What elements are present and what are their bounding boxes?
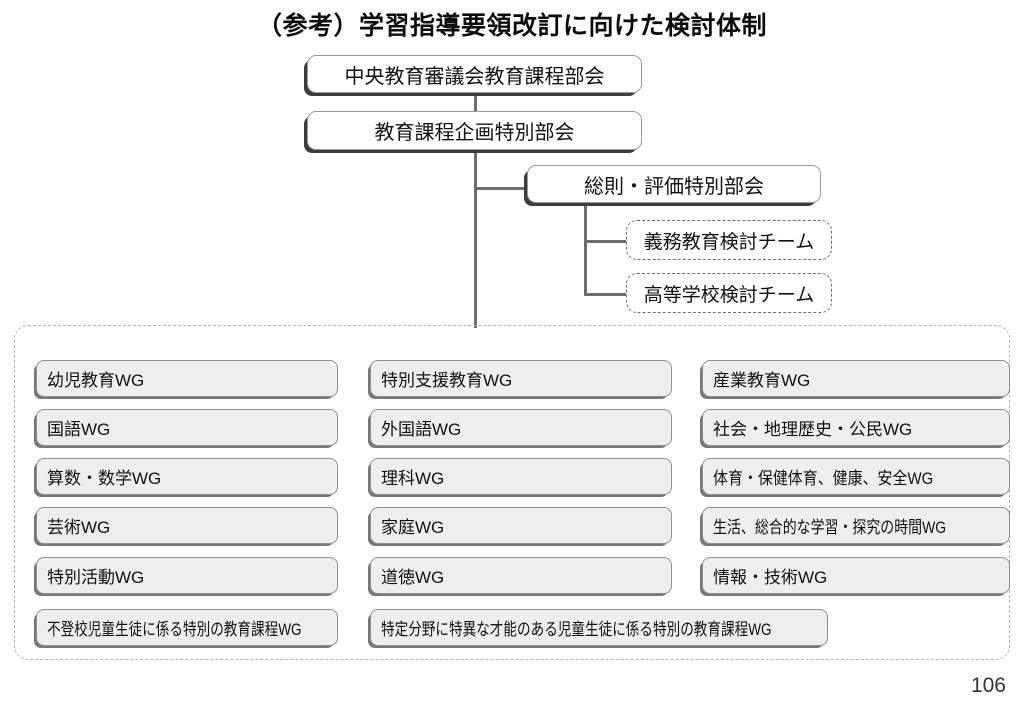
wg-label: 体育・保健体育、健康、安全WG [713,469,934,488]
wg-box-col1-row3[interactable]: 算数・数学WG [36,458,338,495]
wg-label: 社会・地理歴史・公民WG [713,420,913,439]
node-label: 総則・評価特別部会 [584,175,764,198]
wg-label: 情報・技術WG [713,568,828,587]
wg-label: 不登校児童生徒に係る特別の教育課程WG [47,620,302,639]
wg-label: 道徳WG [381,568,445,587]
node-chuo-kyoiku-shingikai[interactable]: 中央教育審議会教育課程部会 [307,55,642,93]
wg-label: 生活、総合的な学習・探究の時間WG [713,518,947,537]
working-groups-container [14,325,1010,660]
connector-souzoku-to-koutou [584,293,628,296]
wg-box-bottom-futoko[interactable]: 不登校児童生徒に係る特別の教育課程WG [36,609,338,646]
wg-box-col2-row1[interactable]: 特別支援教育WG [370,360,672,397]
wg-label: 特定分野に特異な才能のある児童生徒に係る特別の教育課程WG [381,620,772,639]
wg-box-col1-row4[interactable]: 芸術WG [36,507,338,544]
wg-label: 家庭WG [381,518,445,537]
page-title: （参考）学習指導要領改訂に向けた検討体制 [256,12,767,40]
wg-label: 産業教育WG [713,371,811,390]
connector-kikaku-trunk [474,150,477,328]
connector-souzoku-to-gimu [584,240,628,243]
node-gimu-kyoiku-team[interactable]: 義務教育検討チーム [626,220,832,260]
connector-kikaku-to-souzoku [474,187,532,190]
wg-box-col3-row2[interactable]: 社会・地理歴史・公民WG [702,409,1010,446]
page-number: 106 [970,674,1006,697]
node-kyoiku-katei-kikaku[interactable]: 教育課程企画特別部会 [307,111,642,150]
wg-label: 特別活動WG [47,568,145,587]
node-label: 教育課程企画特別部会 [374,122,575,144]
wg-label: 国語WG [47,420,111,439]
wg-box-col2-row3[interactable]: 理科WG [370,458,672,495]
wg-box-col3-row4[interactable]: 生活、総合的な学習・探究の時間WG [702,507,1010,544]
wg-box-col1-row5[interactable]: 特別活動WG [36,557,338,594]
wg-box-col3-row1[interactable]: 産業教育WG [702,360,1010,397]
wg-label: 外国語WG [381,420,462,439]
wg-box-col3-row3[interactable]: 体育・保健体育、健康、安全WG [702,458,1010,495]
connector-chuo-to-kikaku [474,93,477,111]
node-koutou-gakko-team[interactable]: 高等学校検討チーム [626,273,832,313]
connector-souzoku-trunk [584,203,587,295]
wg-box-col3-row5[interactable]: 情報・技術WG [702,557,1010,594]
node-label: 高等学校検討チーム [643,284,815,306]
wg-label: 幼児教育WG [47,371,145,390]
wg-label: 芸術WG [47,518,111,537]
wg-box-col2-row5[interactable]: 道徳WG [370,557,672,594]
wg-box-col1-row2[interactable]: 国語WG [36,409,338,446]
wg-box-col1-row1[interactable]: 幼児教育WG [36,360,338,397]
node-label: 中央教育審議会教育課程部会 [344,65,605,88]
wg-box-col2-row4[interactable]: 家庭WG [370,507,672,544]
wg-label: 理科WG [381,469,445,488]
wg-box-bottom-tokutei-bunya[interactable]: 特定分野に特異な才能のある児童生徒に係る特別の教育課程WG [370,609,828,646]
node-label: 義務教育検討チーム [643,231,815,253]
wg-label: 算数・数学WG [47,469,162,488]
wg-box-col2-row2[interactable]: 外国語WG [370,409,672,446]
wg-label: 特別支援教育WG [381,371,513,390]
node-souzoku-hyouka[interactable]: 総則・評価特別部会 [527,165,821,203]
